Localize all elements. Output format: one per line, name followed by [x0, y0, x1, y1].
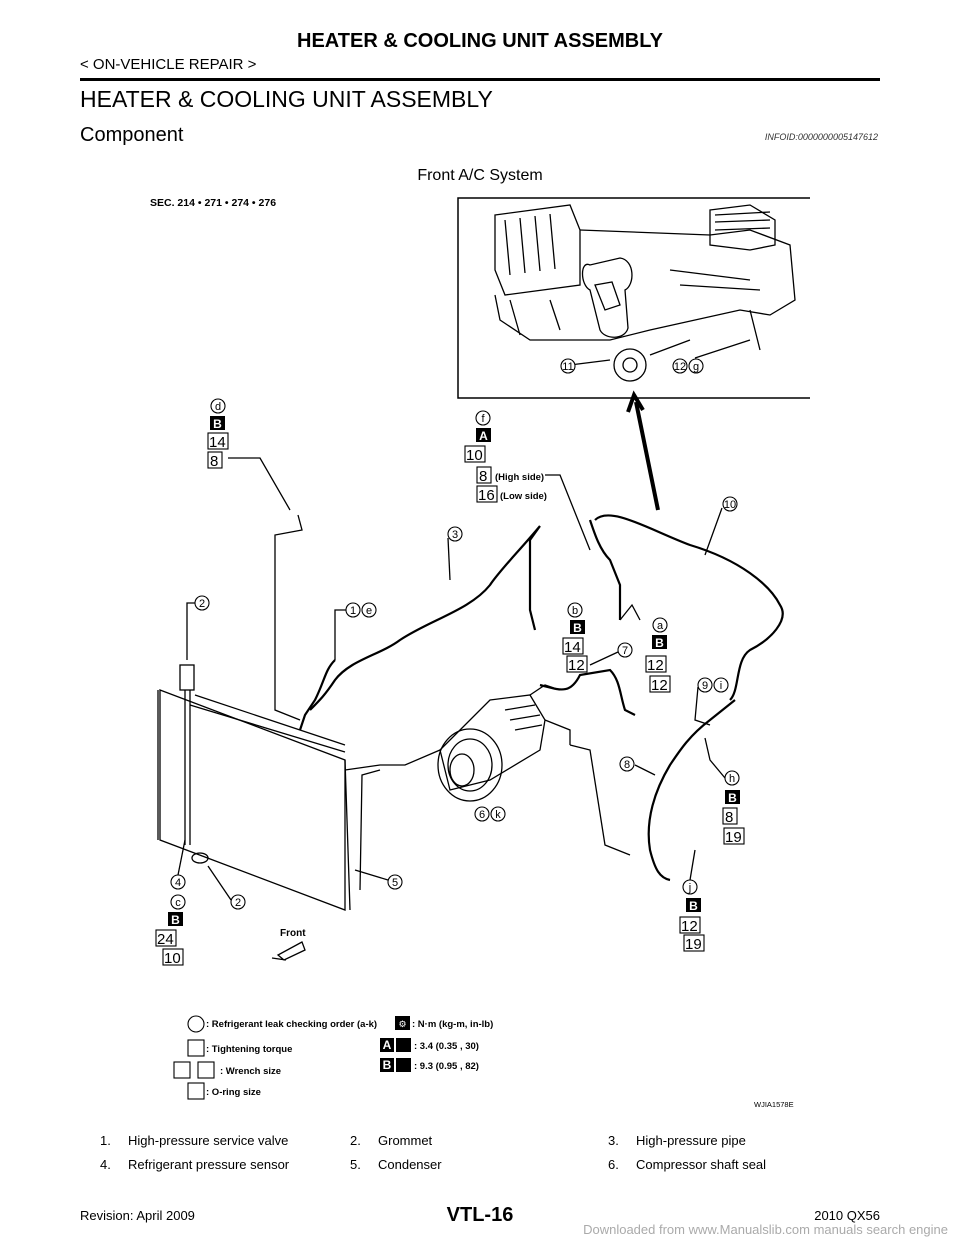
callout-8: 8 — [624, 759, 630, 771]
callout-4: 4 — [175, 877, 181, 889]
oring-10-c: 10 — [164, 950, 181, 967]
high-pressure-pipe — [309, 525, 541, 711]
component-title: Component — [80, 124, 184, 146]
legend: : Refrigerant leak checking order (a-k) … — [173, 1015, 493, 1100]
footer-model: 2010 QX56 — [814, 1208, 880, 1223]
oring-19-h: 19 — [725, 829, 742, 846]
box-b-d: B — [213, 417, 222, 431]
callout-e: e — [366, 605, 372, 617]
part-number: 1. — [100, 1133, 111, 1148]
condenser — [157, 664, 351, 911]
callout-k: k — [495, 809, 501, 821]
figure-id: WJIA1578E — [754, 1100, 794, 1109]
part-name: Compressor shaft seal — [636, 1157, 767, 1172]
wrench-icon: ⚙ — [398, 1019, 406, 1029]
callout-6: 6 — [479, 809, 485, 821]
oring-19-j: 19 — [685, 936, 702, 953]
wrench-14-d: 14 — [209, 434, 226, 451]
callout-g: g — [693, 361, 699, 373]
callout-7: 7 — [622, 645, 628, 657]
parts-row: 1. High-pressure service valve 2. Gromme… — [100, 1130, 880, 1154]
front-arrow-icon — [271, 941, 306, 961]
wrench-14-b: 14 — [564, 639, 581, 656]
footer-revision: Revision: April 2009 — [80, 1208, 195, 1223]
callout-10: 10 — [724, 499, 736, 511]
parts-list: 1. High-pressure service valve 2. Gromme… — [100, 1130, 880, 1178]
front-label: Front — [280, 928, 306, 939]
legend-box-a: A — [383, 1038, 392, 1052]
parts-row: 4. Refrigerant pressure sensor 5. Conden… — [100, 1154, 880, 1178]
sec-label: SEC. 214 • 271 • 274 • 276 — [150, 197, 276, 209]
callout-9: 9 — [702, 680, 708, 692]
page-header-title: HEATER & COOLING UNIT ASSEMBLY — [297, 30, 663, 52]
callout-5: 5 — [392, 877, 398, 889]
figure-caption: Front A/C System — [417, 167, 543, 184]
part-name: High-pressure service valve — [128, 1133, 289, 1148]
footer-page-number: VTL-16 — [446, 1204, 514, 1226]
callout-3: 3 — [452, 529, 458, 541]
header-rule — [80, 78, 880, 81]
part-name: Condenser — [378, 1157, 442, 1172]
callout-d: d — [215, 401, 221, 413]
wrench-8-h: 8 — [725, 809, 733, 826]
footer-watermark[interactable]: Downloaded from www.Manualslib.com manua… — [583, 1222, 948, 1237]
callout-i: i — [720, 680, 722, 692]
callout-12: 12 — [674, 361, 686, 373]
oring-8-d: 8 — [210, 453, 218, 470]
callout-c: c — [175, 897, 181, 909]
legend-torque: : Tightening torque — [206, 1044, 292, 1055]
heater-unit-inset: 11 12 g — [457, 197, 810, 399]
oring-12-a: 12 — [651, 677, 668, 694]
box-b-c: B — [171, 913, 180, 927]
wrench-10-f: 10 — [466, 447, 483, 464]
low-side-label: (Low side) — [500, 491, 547, 502]
low-pressure-pipe — [594, 514, 784, 701]
part-name: Grommet — [378, 1133, 433, 1148]
legend-leak-order: : Refrigerant leak checking order (a-k) — [206, 1019, 377, 1030]
wrench-12-j: 12 — [681, 918, 698, 935]
low-pressure-flexible-hose — [647, 699, 736, 882]
oring-8-f: 8 — [479, 468, 487, 485]
info-id: INFOID:0000000005147612 — [764, 132, 878, 142]
oring-16-f: 16 — [478, 487, 495, 504]
legend-torque-a: : 3.4 (0.35 , 30) — [414, 1041, 479, 1052]
callout-2-bottom: 2 — [235, 897, 241, 909]
wrench-12-a: 12 — [647, 657, 664, 674]
section-title: HEATER & COOLING UNIT ASSEMBLY — [80, 86, 493, 112]
part-number: 3. — [608, 1133, 619, 1148]
connection-arrow — [626, 390, 660, 511]
legend-wrench: : Wrench size — [220, 1066, 281, 1077]
box-b-h: B — [728, 791, 737, 805]
part-number: 5. — [350, 1157, 361, 1172]
ac-system-diagram: .ln { stroke:#000; fill:none; stroke-wid… — [150, 197, 810, 1109]
high-side-label: (High side) — [495, 472, 544, 483]
box-b-b: B — [573, 621, 582, 635]
part-name: Refrigerant pressure sensor — [128, 1157, 290, 1172]
page-header-subtitle: < ON-VEHICLE REPAIR > — [80, 56, 257, 73]
part-name: High-pressure pipe — [636, 1133, 746, 1148]
part-number: 6. — [608, 1157, 619, 1172]
callout-1: 1 — [350, 605, 356, 617]
callout-f: f — [481, 413, 485, 425]
callout-2-top: 2 — [199, 598, 205, 610]
box-a-f: A — [479, 429, 488, 443]
legend-oring: : O-ring size — [206, 1087, 261, 1098]
part-number: 2. — [350, 1133, 361, 1148]
legend-torque-b: : 9.3 (0.95 , 82) — [414, 1061, 479, 1072]
oring-12-b: 12 — [568, 657, 585, 674]
callout-b: b — [572, 605, 578, 617]
callout-11: 11 — [562, 361, 573, 373]
compressor — [437, 684, 571, 802]
box-b-j: B — [689, 899, 698, 913]
callout-a: a — [657, 620, 664, 632]
wrench-24-c: 24 — [157, 931, 174, 948]
callout-j: j — [688, 882, 691, 894]
legend-units: : N·m (kg-m, in-lb) — [412, 1019, 493, 1030]
box-b-a: B — [655, 636, 664, 650]
legend-box-b: B — [383, 1058, 392, 1072]
part-number: 4. — [100, 1157, 111, 1172]
callout-h: h — [729, 773, 735, 785]
